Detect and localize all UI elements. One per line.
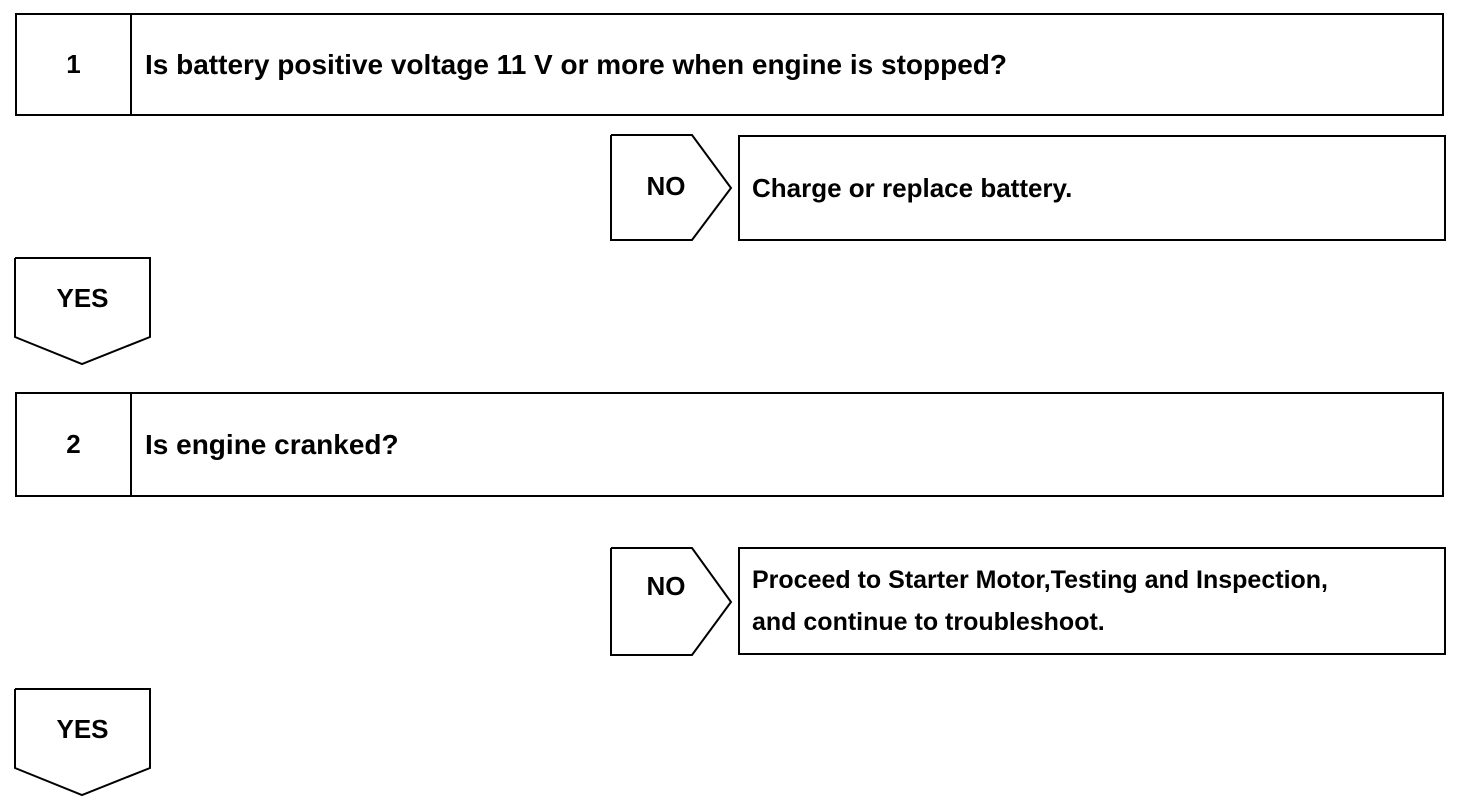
step-1-question: Is battery positive voltage 11 V or more… (145, 48, 1007, 80)
no-action-2-line-1: Proceed to Starter Motor,Testing and Ins… (752, 566, 1329, 594)
step-2-number: 2 (17, 394, 132, 495)
no-action-2: Proceed to Starter Motor,Testing and Ins… (738, 547, 1446, 655)
no-action-2-line-2: and continue to troubleshoot. (752, 608, 1105, 636)
step-1-number: 1 (17, 15, 132, 114)
no-action-1-text: Charge or replace battery. (752, 173, 1073, 203)
no-arrow-2 (610, 547, 733, 656)
yes-arrow-1 (14, 257, 151, 366)
step-2-question: Is engine cranked? (145, 428, 399, 460)
no-label-1: NO (646, 171, 686, 201)
no-arrow-1 (610, 134, 733, 241)
no-label-2: NO (646, 571, 686, 601)
yes-arrow-2 (14, 688, 151, 797)
step-2-box: 2 Is engine cranked? (15, 392, 1444, 497)
step-1-box: 1 Is battery positive voltage 11 V or mo… (15, 13, 1444, 116)
yes-label-1: YES (56, 283, 109, 313)
no-action-1: Charge or replace battery. (738, 135, 1446, 241)
yes-label-2: YES (56, 714, 109, 744)
